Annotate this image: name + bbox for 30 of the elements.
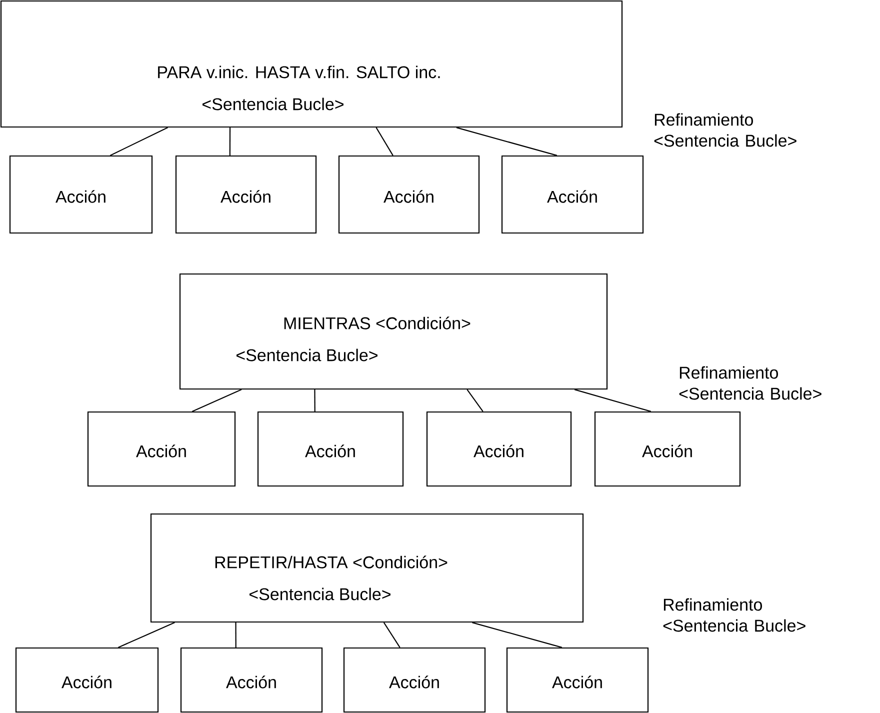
action-box: Acción <box>343 647 486 713</box>
refinement-label: Refinamiento <Sentencia Bucle> <box>654 113 796 147</box>
connector-line <box>383 622 400 648</box>
connector-line <box>118 622 175 648</box>
connector-line <box>229 128 231 156</box>
loop-box: REPETIR/HASTA <Condición> <Sentencia Bucle> <box>150 513 584 623</box>
action-box: Acción <box>501 155 644 234</box>
connector-line <box>110 127 168 156</box>
connector-line <box>472 622 562 648</box>
connector-line <box>574 389 651 412</box>
connector-line <box>314 390 316 412</box>
connector-line <box>192 389 242 412</box>
action-box: Acción <box>594 411 741 487</box>
loop-box: MIENTRAS <Condición> <Sentencia Bucle> <box>179 273 608 390</box>
refinement-label: Refinamiento <Sentencia Bucle> <box>663 598 806 632</box>
action-box: Acción <box>257 411 404 487</box>
action-box: Acción <box>338 155 480 234</box>
action-box: Acción <box>426 411 572 487</box>
connector-line <box>466 389 484 412</box>
action-box: Acción <box>180 647 323 713</box>
action-box: Acción <box>9 155 153 234</box>
refinement-label: Refinamiento <Sentencia Bucle> <box>679 366 822 400</box>
loop-box: PARA v.inic. HASTA v.fin. SALTO inc. <Sentencia Bucle> <box>0 0 623 128</box>
action-box: Acción <box>15 647 159 713</box>
action-box: Acción <box>175 155 317 234</box>
connector-line <box>235 622 236 648</box>
action-box: Acción <box>87 411 236 487</box>
action-box: Acción <box>506 647 649 713</box>
connector-line <box>376 127 394 156</box>
connector-line <box>456 127 558 156</box>
